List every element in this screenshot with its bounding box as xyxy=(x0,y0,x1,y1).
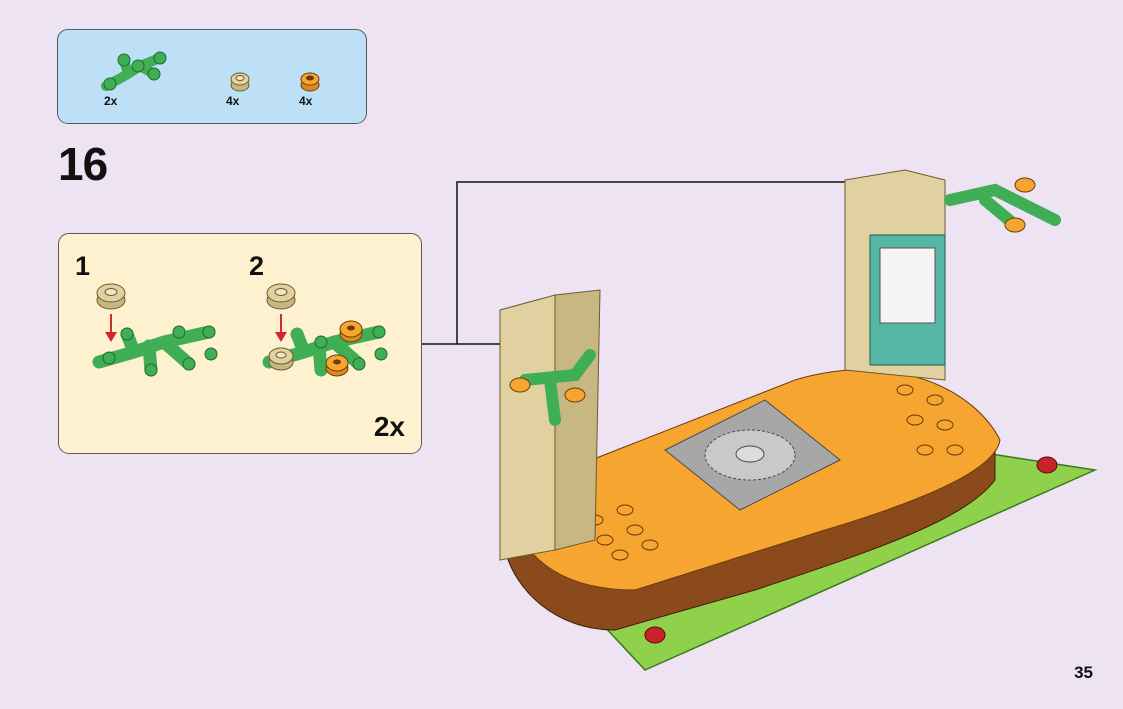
step-number: 16 xyxy=(58,138,108,190)
tan-round-plate-icon xyxy=(230,72,250,92)
subassembly-multiplier: 2x xyxy=(373,411,405,442)
green-branch-part-icon xyxy=(101,51,167,91)
substep-2-illustration xyxy=(262,283,388,377)
left-tan-pillar xyxy=(499,294,556,561)
main-model-illustration xyxy=(499,169,1098,671)
parts-list-box: 2x 4x 4x xyxy=(57,29,367,124)
subassembly-box: 1 2 2x xyxy=(58,233,422,454)
page-number: 35 xyxy=(1074,663,1093,682)
orange-flower-part-icon xyxy=(300,72,320,92)
part-qty-green-branch: 2x xyxy=(104,94,118,108)
orange-studs xyxy=(586,384,964,561)
substep-2-label: 2 xyxy=(249,251,265,281)
part-qty-tan-round-plate: 4x xyxy=(226,94,240,108)
substep-1-illustration xyxy=(92,283,218,377)
part-qty-orange-flower: 4x xyxy=(299,94,313,108)
substep-1-label: 1 xyxy=(75,251,91,281)
